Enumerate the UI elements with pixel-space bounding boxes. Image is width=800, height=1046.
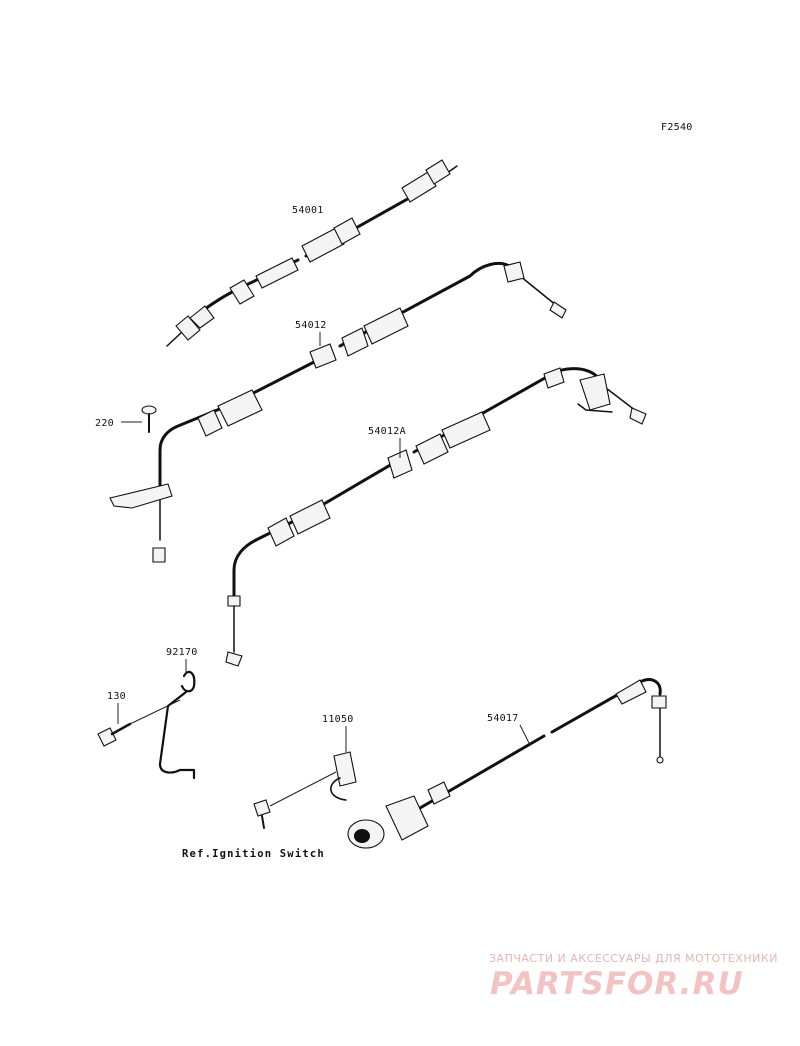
callout-11050: 11050 [322, 714, 354, 725]
bolt-130[interactable] [97, 699, 181, 747]
clamp-92170[interactable] [158, 670, 196, 780]
callout-130: 130 [107, 691, 126, 702]
throttle-cable-54012[interactable] [109, 261, 567, 563]
screw-ignition-ref[interactable] [253, 771, 337, 829]
reference-note: Ref.Ignition Switch [182, 848, 325, 860]
callout-92170: 92170 [166, 647, 198, 658]
figure-code: F2540 [661, 122, 693, 133]
throttle-cable-54012a[interactable] [225, 367, 647, 667]
callout-220: 220 [95, 418, 114, 429]
callout-54001: 54001 [292, 205, 324, 216]
speedometer-cable[interactable] [166, 159, 458, 347]
callout-54012a: 54012A [368, 426, 406, 437]
watermark-logo: PARTSFOR.RU [490, 966, 744, 1002]
bracket-11050[interactable] [330, 751, 357, 801]
screw-220[interactable] [141, 405, 157, 433]
callout-54012: 54012 [295, 320, 327, 331]
choke-cable-54017[interactable] [347, 678, 667, 849]
callout-54017: 54017 [487, 713, 519, 724]
watermark-tagline: ЗАПЧАСТИ И АКСЕССУАРЫ ДЛЯ МОТОТЕХНИКИ [489, 952, 778, 965]
